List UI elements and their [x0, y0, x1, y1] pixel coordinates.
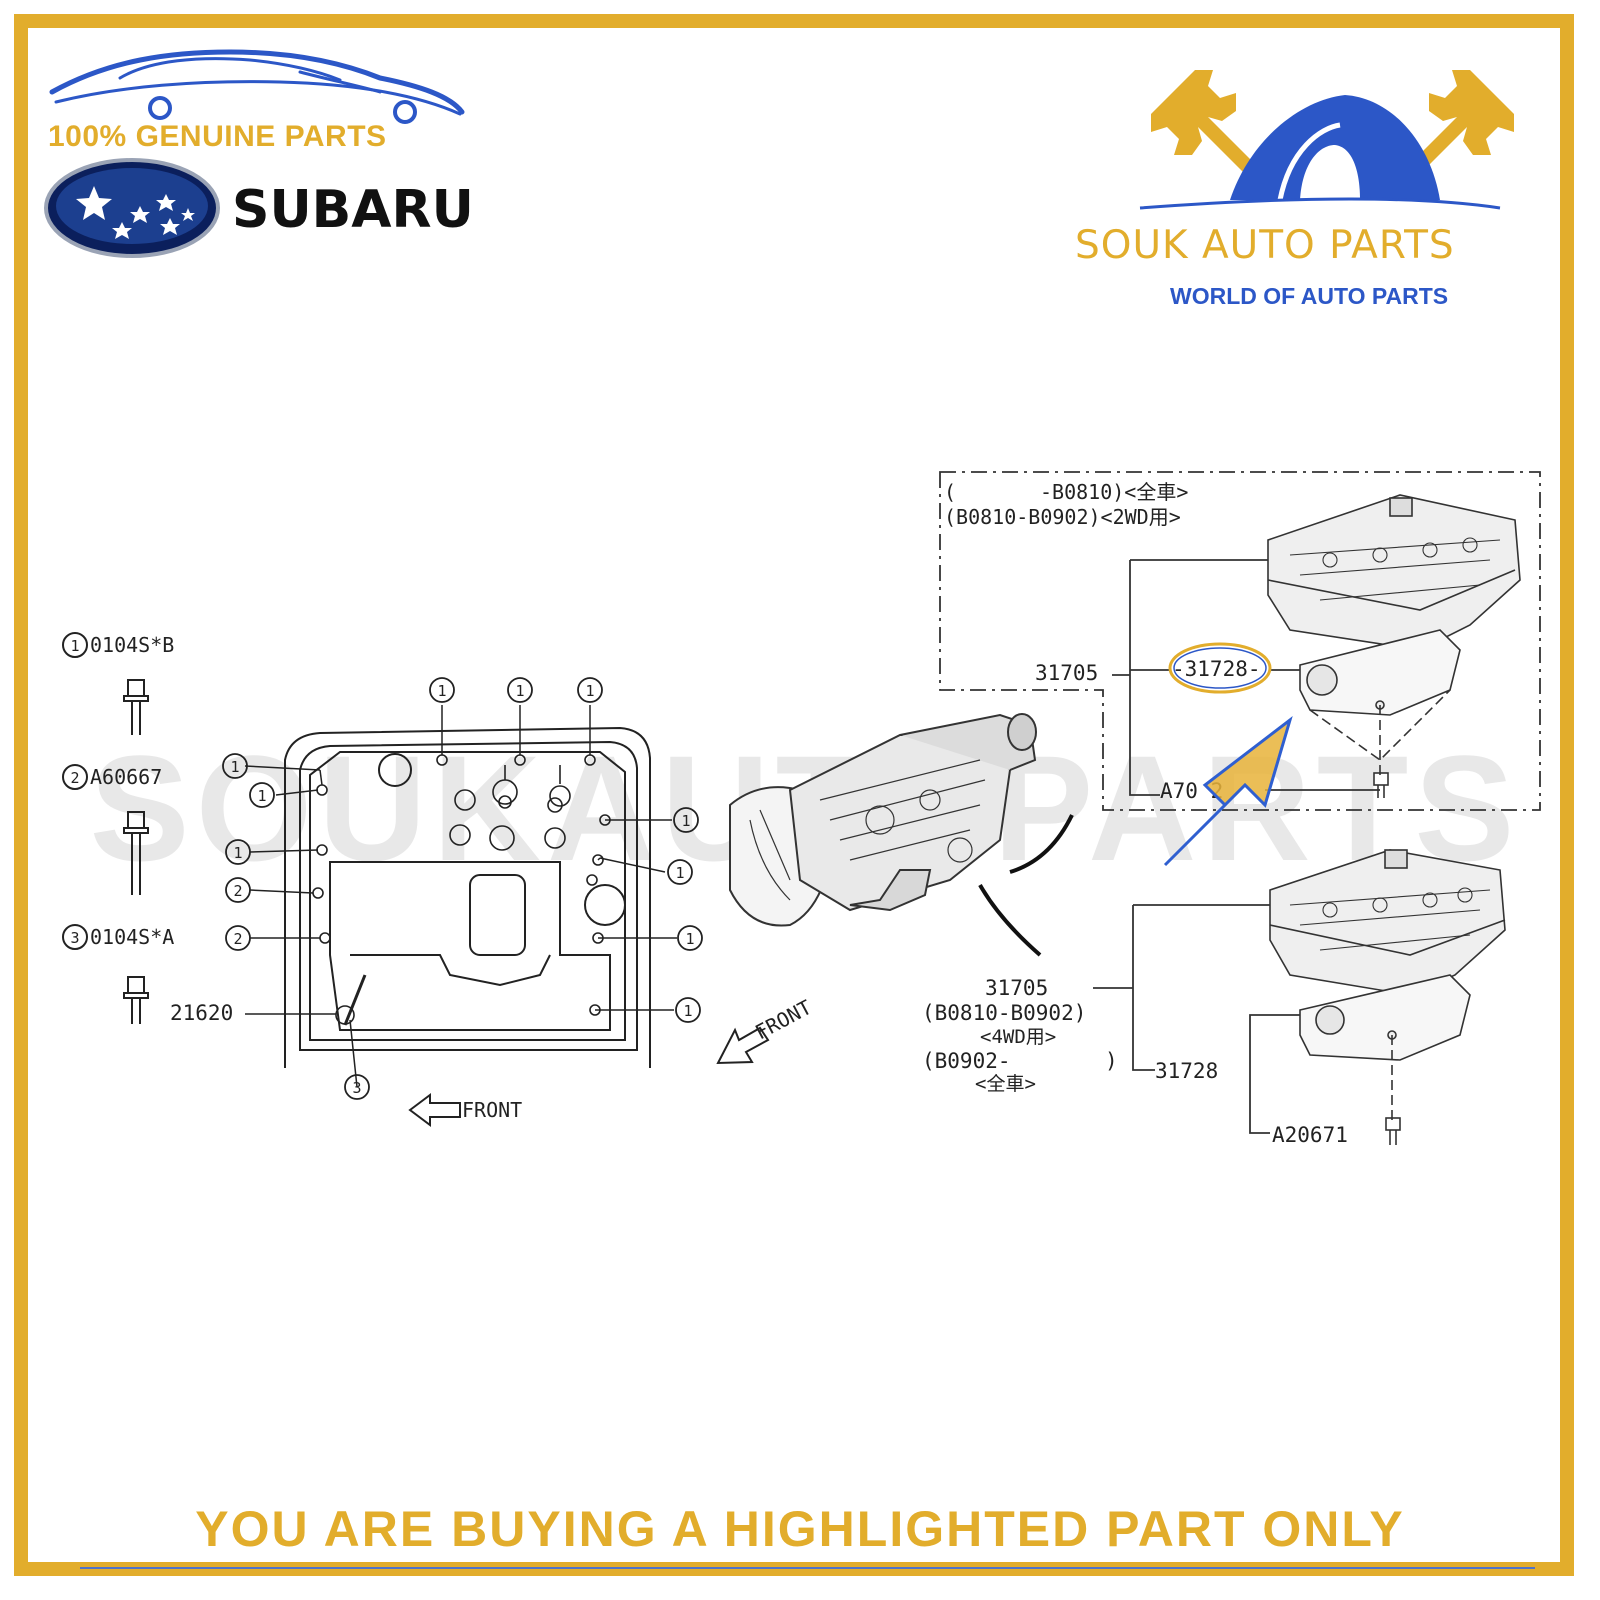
highlight-ring [1168, 642, 1272, 694]
oil-pan-drawing [244, 705, 677, 1127]
highlight-arrow [1163, 716, 1293, 867]
svg-text:3: 3 [70, 929, 79, 947]
transmission-front-label: FRONT [751, 995, 815, 1044]
highlight-ring-inner [1173, 647, 1267, 689]
lower-range1: (B0810-B0902) [922, 1001, 1086, 1025]
store-tagline: WORLD OF AUTO PARTS [1170, 283, 1449, 309]
lower-bolt-label: A20671 [1272, 1123, 1348, 1147]
subaru-stars-icon [44, 158, 220, 258]
lower-part-31705: 31705 [985, 976, 1048, 1000]
lower-valve-body [1269, 849, 1506, 1145]
svg-text:1: 1 [437, 682, 446, 700]
genuine-parts-text: 100% GENUINE PARTS [48, 120, 387, 153]
svg-text:1: 1 [675, 864, 684, 882]
gold-border-frame [14, 14, 1574, 1576]
car-silhouette-icon [49, 49, 465, 124]
svg-text:2: 2 [70, 769, 79, 787]
svg-text:2: 2 [233, 882, 242, 900]
lower-range2: (B0902- [922, 1049, 1011, 1073]
svg-text:1: 1 [70, 637, 79, 655]
svg-text:1: 1 [515, 682, 524, 700]
svg-text:1: 1 [683, 1002, 692, 1020]
transmission-front-arrow [716, 1026, 770, 1065]
svg-text:1: 1 [685, 930, 694, 948]
lower-range1-note: <4WD用> [980, 1026, 1056, 1048]
upper-range-line2: (B0810-B0902)<2WD用> [944, 505, 1181, 529]
upper-range-line1: -B0810)<全車> [1040, 480, 1188, 504]
svg-text:1: 1 [230, 758, 239, 776]
svg-text:2: 2 [233, 930, 242, 948]
svg-text:1: 1 [585, 682, 594, 700]
legend-code-2: A60667 [90, 765, 162, 789]
oil-pan-callouts: 1 1 1 1 1 1 2 2 1 1 1 1 3 [222, 677, 703, 1100]
svg-text:1: 1 [681, 812, 690, 830]
brand-name: SUBARU [232, 180, 474, 240]
upper-variant-box [939, 471, 1541, 811]
lower-range2-close: ) [1105, 1049, 1118, 1073]
upper-range-open: ( [944, 480, 956, 504]
legend-code-3: 0104S*A [90, 925, 174, 949]
lower-variant-group [1093, 904, 1305, 1134]
upper-part-31705: 31705 [1035, 661, 1098, 685]
transmission-drawing [729, 713, 1037, 927]
svg-text:1: 1 [257, 787, 266, 805]
legend-code-1: 0104S*B [90, 633, 174, 657]
oil-pan-front-label: FRONT [462, 1098, 522, 1122]
lower-part-31728: 31728 [1155, 1059, 1218, 1083]
svg-text:3: 3 [352, 1079, 361, 1097]
store-name: SOUK AUTO PARTS [1075, 223, 1455, 268]
wrenches-house-icon [1139, 70, 1514, 210]
footer-divider [80, 1567, 1535, 1569]
upper-part-31728-highlighted: -31728- [1172, 657, 1261, 681]
bolt-legend: 1 0104S*B 2 A60667 3 0104S*A [62, 632, 174, 1024]
svg-text:1: 1 [233, 844, 242, 862]
transmission-leader-lines [978, 814, 1074, 957]
part-21620-label: 21620 [170, 1001, 233, 1025]
footer-notice: YOU ARE BUYING A HIGHLIGHTED PART ONLY [195, 1501, 1405, 1557]
lower-range2-note: <全車> [975, 1073, 1036, 1095]
upper-valve-body [1267, 494, 1521, 798]
